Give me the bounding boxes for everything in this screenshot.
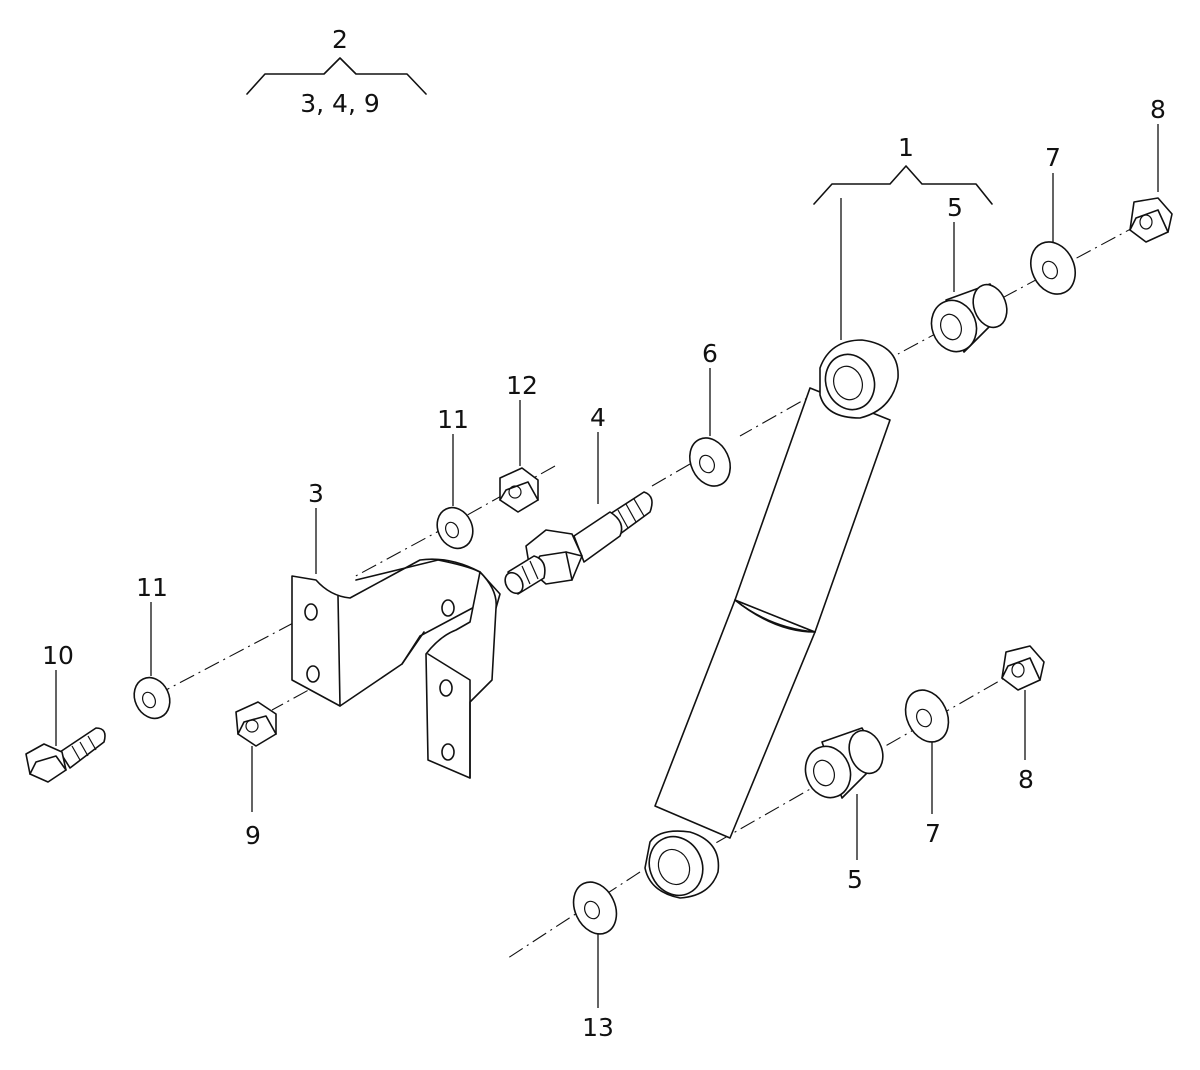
shock-absorber (644, 339, 899, 899)
bolt-10 (25, 727, 106, 783)
label-nut-9: 9 (245, 821, 261, 850)
label-group-2-contents: 3, 4, 9 (300, 89, 380, 118)
leader-lines (55, 124, 1159, 1008)
label-bolt-10: 10 (42, 641, 74, 670)
label-washer-6: 6 (702, 339, 718, 368)
bushing-upper (930, 283, 1008, 353)
label-bracket-3: 3 (308, 479, 324, 508)
nut-8-lower (1001, 645, 1045, 691)
stud-4 (504, 491, 653, 595)
nut-12 (499, 467, 539, 513)
group-brace-1 (813, 165, 993, 205)
label-group-1: 1 (898, 133, 914, 162)
bracket-3 (291, 558, 501, 779)
label-bushing-lower: 5 (847, 865, 863, 894)
label-washer-7-lower: 7 (925, 819, 941, 848)
label-washer-11-upper: 11 (437, 405, 469, 434)
nut-9 (235, 701, 277, 747)
washer-6 (688, 437, 732, 487)
label-group-2: 2 (332, 25, 348, 54)
washer-11-upper (436, 506, 474, 550)
group-brace-2 (246, 57, 427, 95)
label-nut-8-upper: 8 (1150, 95, 1166, 124)
label-nut-12: 12 (506, 371, 538, 400)
label-stud-4: 4 (590, 403, 606, 432)
washer-7-lower (904, 689, 950, 743)
washer-13 (572, 881, 618, 935)
label-nut-8-lower: 8 (1018, 765, 1034, 794)
label-washer-11-lower: 11 (136, 573, 168, 602)
bushing-lower (804, 727, 884, 799)
callout-labels: 2 3, 4, 9 1 5 7 8 6 4 12 11 3 11 10 9 8 … (42, 25, 1166, 1042)
washer-11-lower (133, 676, 171, 720)
label-washer-7-upper: 7 (1045, 143, 1061, 172)
label-washer-13: 13 (582, 1013, 614, 1042)
label-bushing-upper: 5 (947, 193, 963, 222)
nut-8-upper (1129, 197, 1173, 243)
washer-7-upper (1030, 241, 1076, 295)
